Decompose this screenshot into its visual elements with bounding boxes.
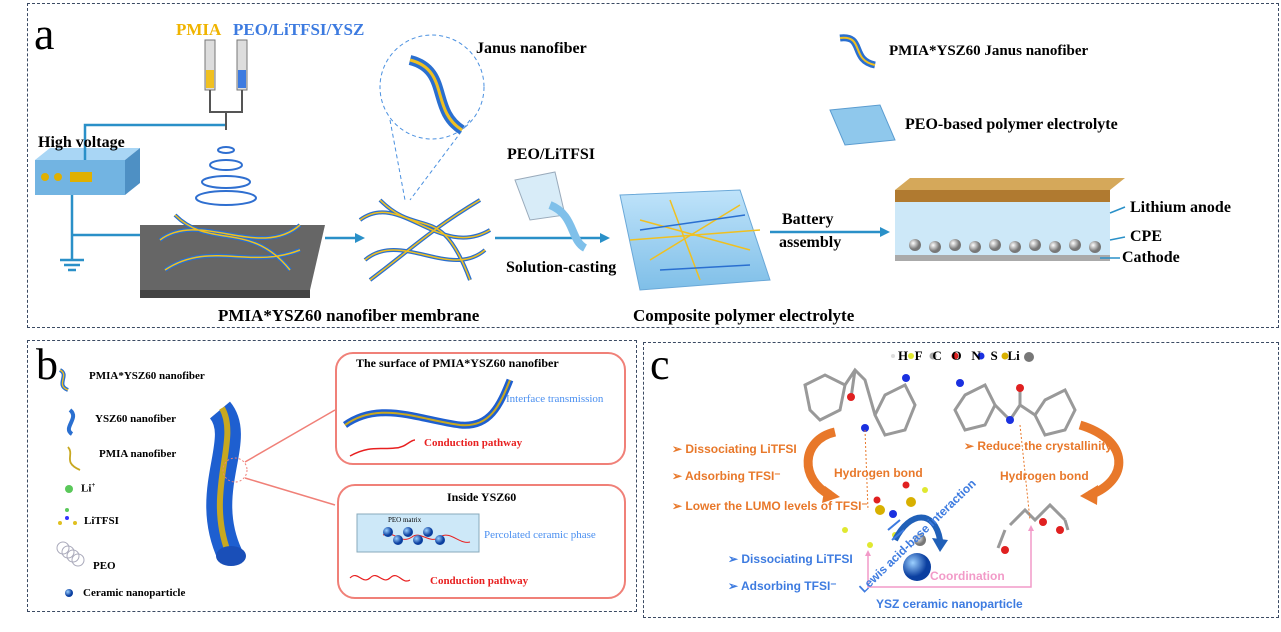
label-pmia: PMIA (176, 20, 222, 39)
ysz-nanoparticle (903, 553, 931, 581)
legend-peo: PEO (93, 560, 116, 572)
point-reduce: ➢ Reduce the crystallinity (964, 439, 1113, 453)
panel-c (643, 342, 1279, 618)
panel-letter-b: b (36, 340, 58, 389)
percolated-label: Percolated ceramic phase (484, 529, 596, 541)
conduction-pathway-wave (349, 575, 411, 582)
surface-box (335, 352, 626, 465)
legend-peo: PEO-based polymer electrolyte (905, 116, 1118, 133)
li-atom (914, 534, 926, 546)
point-lumo: ➢ Lower the LUMO levels of TFSI⁻ (672, 499, 868, 513)
label-peo-litfsi-ysz: PEO/LiTFSI/YSZ (233, 20, 365, 39)
litfsi-icon (58, 508, 77, 525)
label-solution-casting: Solution-casting (506, 259, 617, 276)
label-cpe: Composite polymer electrolyte (633, 306, 855, 325)
label-cpe-layer: CPE (1130, 228, 1162, 245)
blue-point-dissociating: ➢ Dissociating LiTFSI (728, 552, 853, 566)
blue-curved-arrow (892, 514, 943, 542)
fiber-membrane (358, 198, 492, 282)
panel-letter-a: a (34, 8, 55, 59)
legend-litfsi: LiTFSI (84, 515, 119, 527)
peo-matrix-box (356, 513, 480, 553)
hydrogen-bond-2: Hydrogen bond (1000, 469, 1089, 483)
ysz-nanofiber-icon (66, 408, 76, 436)
peo-electrolyte-legend-icon (829, 104, 896, 146)
conduction-pathway-2: Conduction pathway (430, 575, 529, 587)
label-peo-litfsi: PEO/LiTFSI (507, 146, 596, 163)
point-adsorbing: ➢ Adsorbing TFSI⁻ (672, 469, 781, 483)
zoom-circle (379, 34, 485, 140)
legend-janus: PMIA*YSZ60 nanofiber (89, 370, 205, 382)
inside-box (337, 484, 626, 599)
legend-pmia: PMIA nanofiber (99, 448, 177, 460)
conduction-pathway-line (349, 439, 416, 457)
legend-janus: PMIA*YSZ60 Janus nanofiber (889, 43, 1089, 59)
peo-matrix-label: PEO matrix (388, 516, 422, 524)
pmia-nanofiber-icon (67, 446, 81, 471)
inside-title: Inside YSZ60 (447, 490, 517, 504)
label-assembly: assembly (779, 234, 842, 251)
panel-letter-c: c (650, 340, 670, 389)
label-cathode: Cathode (1122, 249, 1180, 266)
spiral-jet (195, 146, 257, 206)
point-dissociating: ➢ Dissociating LiTFSI (672, 442, 797, 456)
panel-b (27, 340, 637, 612)
ceramic-nanoparticle-icon (65, 589, 73, 597)
panel-a (27, 3, 1279, 328)
high-voltage-box (35, 123, 225, 272)
ysz-label: YSZ ceramic nanoparticle (876, 597, 1023, 611)
blue-point-adsorbing: ➢ Adsorbing TFSI⁻ (728, 579, 837, 593)
coordination-label: Coordination (930, 569, 1005, 583)
pmia-molecule-left (803, 367, 917, 437)
orange-curved-arrow-left (803, 427, 837, 500)
fiber-mat-1 (158, 213, 302, 272)
conduction-pathway-1: Conduction pathway (424, 437, 523, 449)
legend-ysz: YSZ60 nanofiber (95, 413, 176, 425)
orange-curved-arrow-right (1078, 420, 1124, 500)
label-high-voltage: High voltage (38, 134, 125, 151)
li-ion-icon (65, 485, 73, 493)
atom-legend-dots (891, 352, 1034, 362)
pmia-molecule-right (953, 382, 1077, 549)
beaker-icon (514, 171, 588, 252)
label-battery: Battery (782, 211, 834, 228)
syringe-icon (204, 39, 248, 130)
battery-stack (895, 178, 1126, 261)
legend-ceramic: Ceramic nanoparticle (83, 587, 186, 599)
interface-transmission: Interface transmission (506, 393, 604, 405)
label-janus-nanofiber: Janus nanofiber (476, 40, 587, 57)
coordination-line (867, 530, 1032, 588)
atom-legend: H F C O N S Li (898, 348, 1020, 363)
legend-li: Li+ (81, 481, 96, 495)
composite-electrolyte (619, 189, 771, 291)
zoom-region (222, 457, 248, 483)
surface-title: The surface of PMIA*YSZ60 nanofiber (356, 356, 559, 370)
hydrogen-bond-1: Hydrogen bond (834, 466, 923, 480)
label-membrane: PMIA*YSZ60 nanofiber membrane (218, 306, 480, 325)
peo-coil-icon (56, 541, 85, 567)
label-lithium-anode: Lithium anode (1130, 199, 1231, 216)
